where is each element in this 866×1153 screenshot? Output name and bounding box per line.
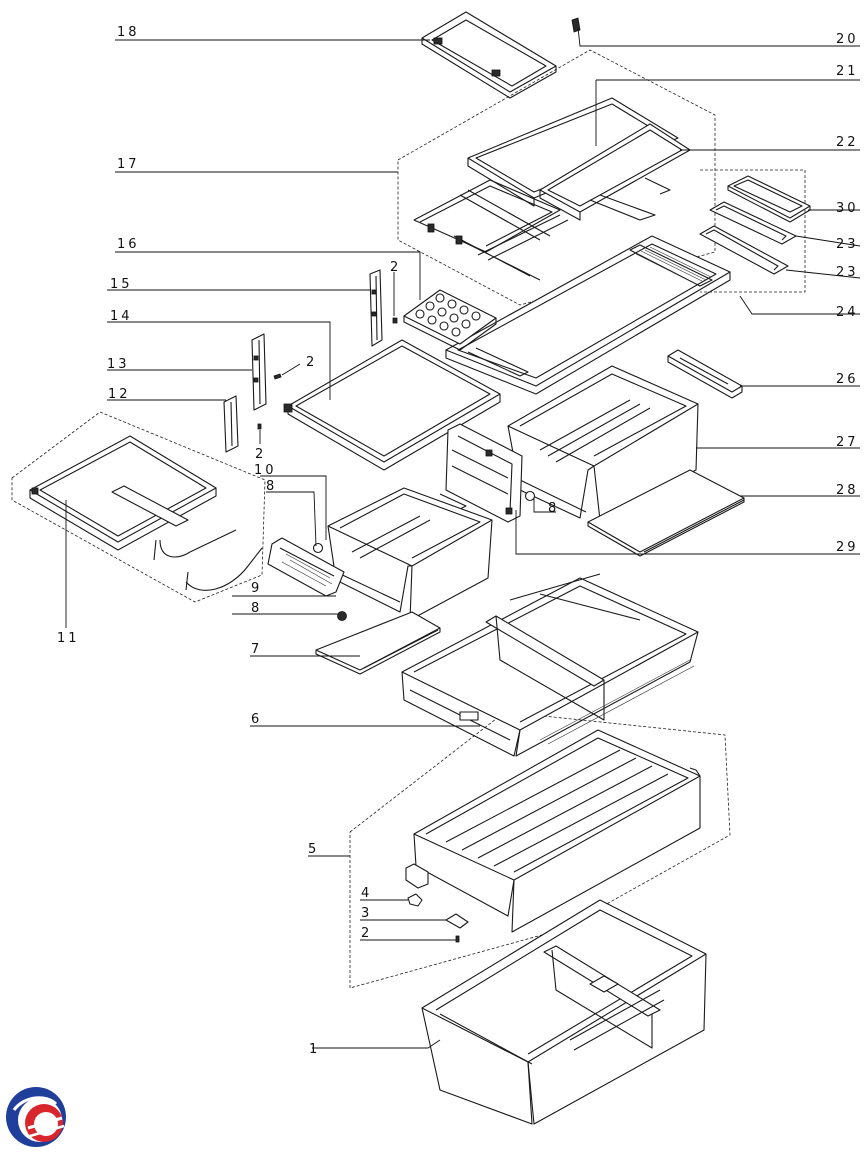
callout-23b: 23 [836, 265, 859, 280]
callout-27: 27 [836, 435, 859, 450]
callout-3: 3 [361, 906, 372, 921]
part-20-clip [571, 17, 581, 33]
callout-20: 20 [836, 32, 859, 47]
callout-2d: 2 [361, 926, 372, 941]
part-11-shelf-assembly [29, 435, 263, 591]
callout-29: 29 [836, 540, 859, 555]
callout-2c: 2 [255, 447, 266, 462]
group-11-outline [11, 411, 266, 603]
callout-labels: 18 20 21 22 17 30 23 16 23 15 2 24 14 13… [57, 25, 859, 1057]
callout-7: 7 [251, 642, 262, 657]
callout-10: 10 [254, 463, 277, 478]
part-8-knob [312, 542, 324, 554]
callout-4: 4 [361, 886, 372, 901]
callout-26: 26 [836, 372, 859, 387]
part-23-trim-lower [699, 225, 789, 275]
callout-12: 12 [108, 387, 131, 402]
part-21-shelf-insert [467, 97, 679, 207]
callout-24: 24 [836, 305, 859, 320]
callout-2b: 2 [306, 355, 317, 370]
part-2-screw [455, 935, 460, 943]
callout-14: 14 [110, 309, 133, 324]
part-17-shelf-frame [413, 177, 671, 281]
part-3-bracket [445, 913, 469, 929]
callout-28: 28 [836, 483, 859, 498]
part-24-crisper-cover [445, 235, 731, 395]
callout-6: 6 [251, 712, 262, 727]
part-14-glass-shelf [283, 339, 501, 471]
part-29-drawer-frame [439, 423, 523, 523]
part-28-glass-cover [587, 469, 745, 557]
callout-8a: 8 [266, 479, 277, 494]
part-18-glass-shelf [421, 11, 557, 99]
part-12-rail [223, 395, 239, 453]
screw [257, 423, 262, 430]
callout-30: 30 [836, 201, 859, 216]
part-26-side-rail [667, 349, 743, 399]
callout-8c: 8 [251, 601, 262, 616]
part-6-drawer [401, 573, 699, 757]
group-17-outline [397, 49, 716, 306]
callout-16: 16 [117, 237, 140, 252]
part-1-bottom-drawer [421, 899, 707, 1125]
part-10-crisper-drawer [327, 487, 493, 621]
callout-1: 1 [309, 1042, 320, 1057]
callout-17: 17 [117, 157, 140, 172]
part-9-drawer-panel [267, 537, 345, 597]
part-8-knob [524, 490, 536, 502]
part-30-tray [727, 175, 811, 223]
leader-lines [65, 27, 861, 1049]
group-23-30-outline [700, 169, 806, 293]
callout-5: 5 [308, 842, 319, 857]
screw [273, 373, 282, 380]
part-15-rail [369, 269, 383, 347]
part-7-glass-cover [315, 611, 441, 675]
callout-15: 15 [110, 277, 133, 292]
callout-21: 21 [836, 64, 859, 79]
part-5-freezer-drawer [405, 729, 701, 933]
part-16-egg-tray [403, 289, 497, 351]
part-13-rail [251, 333, 267, 411]
callout-11: 11 [57, 631, 80, 646]
callout-18: 18 [117, 25, 140, 40]
callout-8b: 8 [548, 501, 559, 516]
brand-logo [6, 1087, 66, 1147]
callout-2a: 2 [390, 260, 401, 275]
callout-23a: 23 [836, 237, 859, 252]
callout-22: 22 [836, 135, 859, 150]
part-8-knob [337, 611, 347, 621]
callout-13: 13 [107, 357, 130, 372]
callout-9: 9 [251, 581, 262, 596]
screw [392, 317, 398, 324]
part-4-cap [407, 893, 423, 907]
